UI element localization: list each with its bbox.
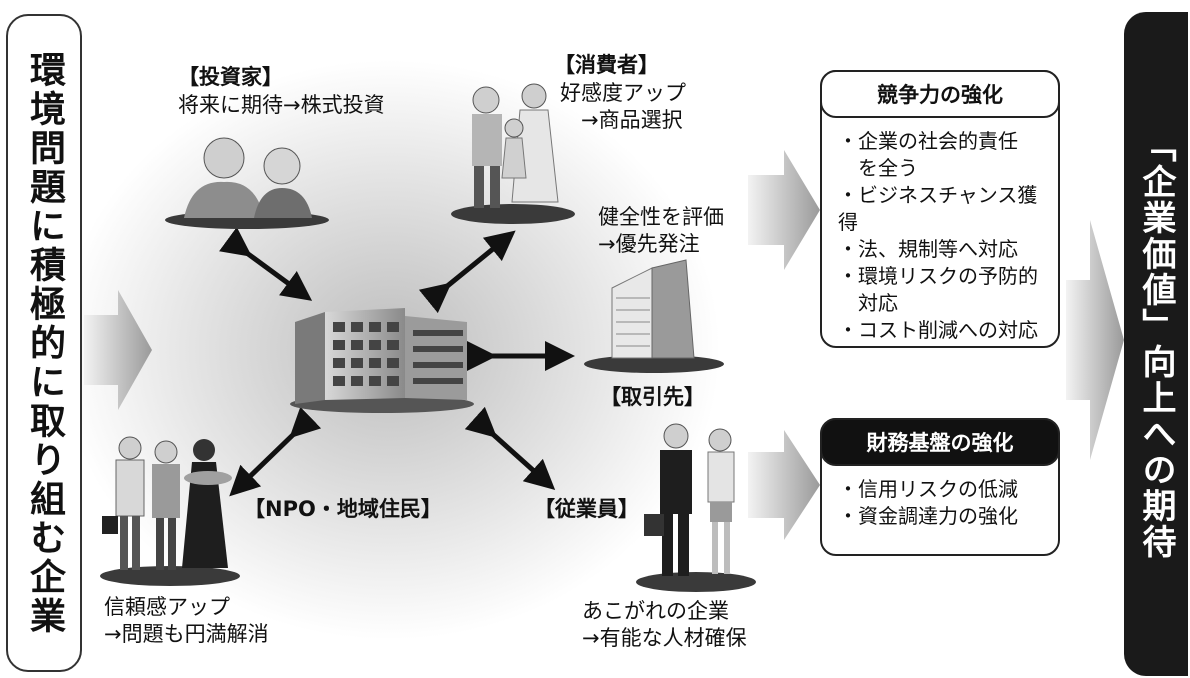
supplier-desc: 健全性を評価 →優先発注 <box>598 205 724 256</box>
finance-panel: 財務基盤の強化 ・信用リスクの低減 ・資金調達力の強化 <box>820 418 1060 556</box>
employee-illustration <box>636 423 756 592</box>
supplier-title: 【取引先】 <box>600 385 705 409</box>
npo-illustration <box>100 436 240 586</box>
company-building-illustration <box>290 308 474 413</box>
employee-desc: あこがれの企業 →有能な人材確保 <box>582 599 747 650</box>
competitiveness-list: ・企業の社会的責任 を全う ・ビジネスチャンス獲得 ・法、規制等へ対応 ・環境リ… <box>838 128 1050 344</box>
company-box: 環境問題に積極的に取り組む企業 <box>6 14 82 672</box>
competitiveness-item: ・コスト削減への対応 <box>838 318 1038 342</box>
finance-list: ・信用リスクの低減 ・資金調達力の強化 <box>838 476 1050 530</box>
supplier-illustration <box>584 259 724 373</box>
arrow-consumer <box>418 230 516 314</box>
finance-title: 財務基盤の強化 <box>820 418 1060 466</box>
value-box: 「企業価値」向上への期待 <box>1124 12 1188 676</box>
flow-arrow-lower-right <box>748 430 820 540</box>
competitiveness-item: ・環境リスクの予防的 <box>838 264 1038 288</box>
finance-item: ・信用リスクの低減 <box>838 477 1018 501</box>
flow-arrow-left <box>84 290 152 410</box>
value-label: 「企業価値」向上への期待 <box>1136 128 1176 560</box>
company-label: 環境問題に積極的に取り組む企業 <box>24 50 65 636</box>
consumer-desc: 好感度アップ →商品選択 <box>560 81 686 132</box>
employee-title: 【従業員】 <box>534 497 639 521</box>
competitiveness-title: 競争力の強化 <box>820 70 1060 118</box>
competitiveness-item: ・企業の社会的責任 <box>838 129 1018 153</box>
finance-item: ・資金調達力の強化 <box>838 504 1018 528</box>
arrow-employee <box>464 406 556 491</box>
competitiveness-item: ・ビジネスチャンス獲得 <box>838 183 1038 234</box>
competitiveness-item: ・法、規制等へ対応 <box>838 237 1018 261</box>
arrow-investor <box>219 227 313 301</box>
npo-title: 【NPO・地域住民】 <box>244 497 442 521</box>
flow-arrow-upper-right <box>748 150 820 270</box>
competitiveness-item: 対応 <box>838 291 898 315</box>
consumer-title: 【消費者】 <box>554 53 659 77</box>
flow-arrow-final <box>1066 220 1124 460</box>
arrow-npo <box>229 406 322 497</box>
investor-title: 【投資家】 <box>178 65 283 89</box>
investor-illustration <box>165 137 329 229</box>
npo-desc: 信頼感アップ →問題も円満解消 <box>104 595 269 646</box>
consumer-illustration <box>451 83 575 224</box>
competitiveness-item: を全う <box>838 156 918 180</box>
competitiveness-panel: 競争力の強化 ・企業の社会的責任 を全う ・ビジネスチャンス獲得 ・法、規制等へ… <box>820 70 1060 348</box>
investor-desc: 将来に期待→株式投資 <box>178 93 385 117</box>
